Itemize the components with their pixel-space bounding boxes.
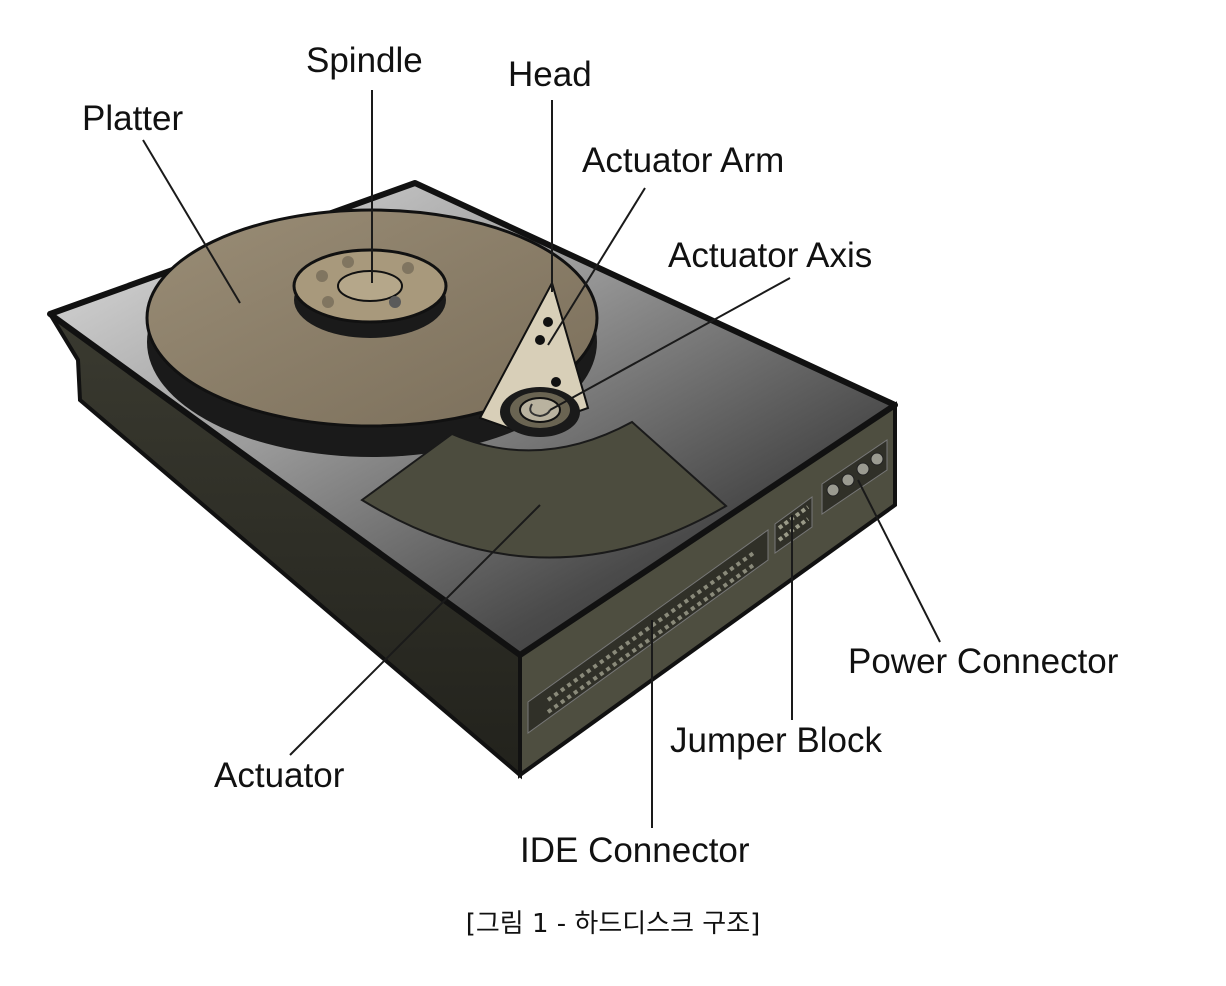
axis-curl	[529, 403, 551, 418]
axis-inner	[519, 397, 561, 423]
arm-hole	[543, 317, 553, 327]
actuator	[360, 420, 728, 559]
label-ide-connector: IDE Connector	[520, 831, 750, 870]
spindle-screw	[402, 262, 414, 274]
leader-platter	[142, 139, 241, 304]
leader-actuator-axis	[549, 277, 791, 411]
arm-hole	[551, 377, 561, 387]
label-head: Head	[508, 55, 592, 94]
spindle-screw	[389, 296, 401, 308]
arm-hole	[535, 335, 545, 345]
leader-actuator-arm	[547, 187, 646, 346]
spindle-screw	[342, 256, 354, 268]
spindle-hub	[292, 248, 448, 338]
jumper-block-pins	[777, 505, 810, 542]
power-pin	[870, 452, 884, 466]
spindle-hub-ring	[337, 270, 403, 302]
leader-power-connector	[857, 479, 941, 643]
label-jumper-block: Jumper Block	[670, 721, 883, 760]
figure-caption: [그림 1 - 하드디스크 구조]	[466, 909, 761, 939]
label-platter: Platter	[82, 99, 183, 138]
labels: Spindle Head Platter Actuator Arm Actuat…	[82, 41, 1119, 870]
label-power-connector: Power Connector	[848, 642, 1119, 681]
power-pin	[841, 473, 855, 487]
power-pin	[856, 462, 870, 476]
label-actuator: Actuator	[214, 756, 345, 795]
connector-panels	[527, 439, 888, 734]
spindle-screw	[322, 296, 334, 308]
leader-lines	[142, 90, 941, 828]
power-pin	[826, 483, 840, 497]
ide-connector-pins	[546, 550, 757, 714]
label-actuator-axis: Actuator Axis	[668, 236, 872, 275]
label-actuator-arm: Actuator Arm	[582, 141, 784, 180]
actuator-axis	[500, 387, 580, 437]
label-spindle: Spindle	[306, 41, 423, 80]
leader-actuator	[289, 504, 541, 756]
spindle-screw	[316, 270, 328, 282]
